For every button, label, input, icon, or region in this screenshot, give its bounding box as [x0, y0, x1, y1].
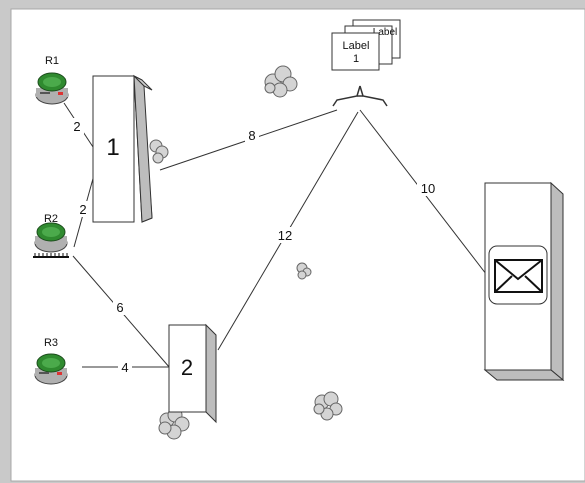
robot-label: R2: [44, 213, 58, 225]
label-front-text: Label: [343, 40, 370, 52]
robot-r1[interactable]: R1: [35, 55, 69, 105]
mail-station[interactable]: [483, 181, 565, 382]
cloud-icon: [313, 391, 343, 421]
cloud-icon: [264, 65, 298, 98]
label-stack[interactable]: Label Label 1: [331, 19, 401, 71]
robot-label: R1: [45, 55, 59, 67]
edge-label-r2-s1: 2: [79, 202, 86, 217]
label-front-number: 1: [353, 53, 359, 65]
robot-label: R3: [44, 337, 58, 349]
station-2[interactable]: 2: [168, 323, 217, 424]
robot-r2[interactable]: R2: [33, 213, 69, 258]
station-label: 1: [106, 134, 119, 161]
edge-label-hub-mail: 10: [421, 181, 435, 196]
edge-label-r2-s2: 6: [116, 300, 123, 315]
cloud-icon: [149, 139, 169, 164]
hub-connector[interactable]: [332, 85, 388, 107]
edge-label-r1-s1: 2: [73, 119, 80, 134]
label-back-text: Label: [373, 27, 397, 38]
edge-label-r3-s2: 4: [121, 360, 128, 375]
edge-label-s2-hub: 12: [278, 228, 292, 243]
envelope-icon: [488, 245, 548, 305]
robot-r3[interactable]: R3: [34, 337, 68, 385]
station-label: 2: [181, 355, 193, 380]
cloud-icon: [296, 262, 312, 280]
edge-label-s1-hub: 8: [248, 128, 255, 143]
edge-hub-mail[interactable]: [359, 109, 494, 284]
station-1[interactable]: 1: [92, 74, 153, 223]
